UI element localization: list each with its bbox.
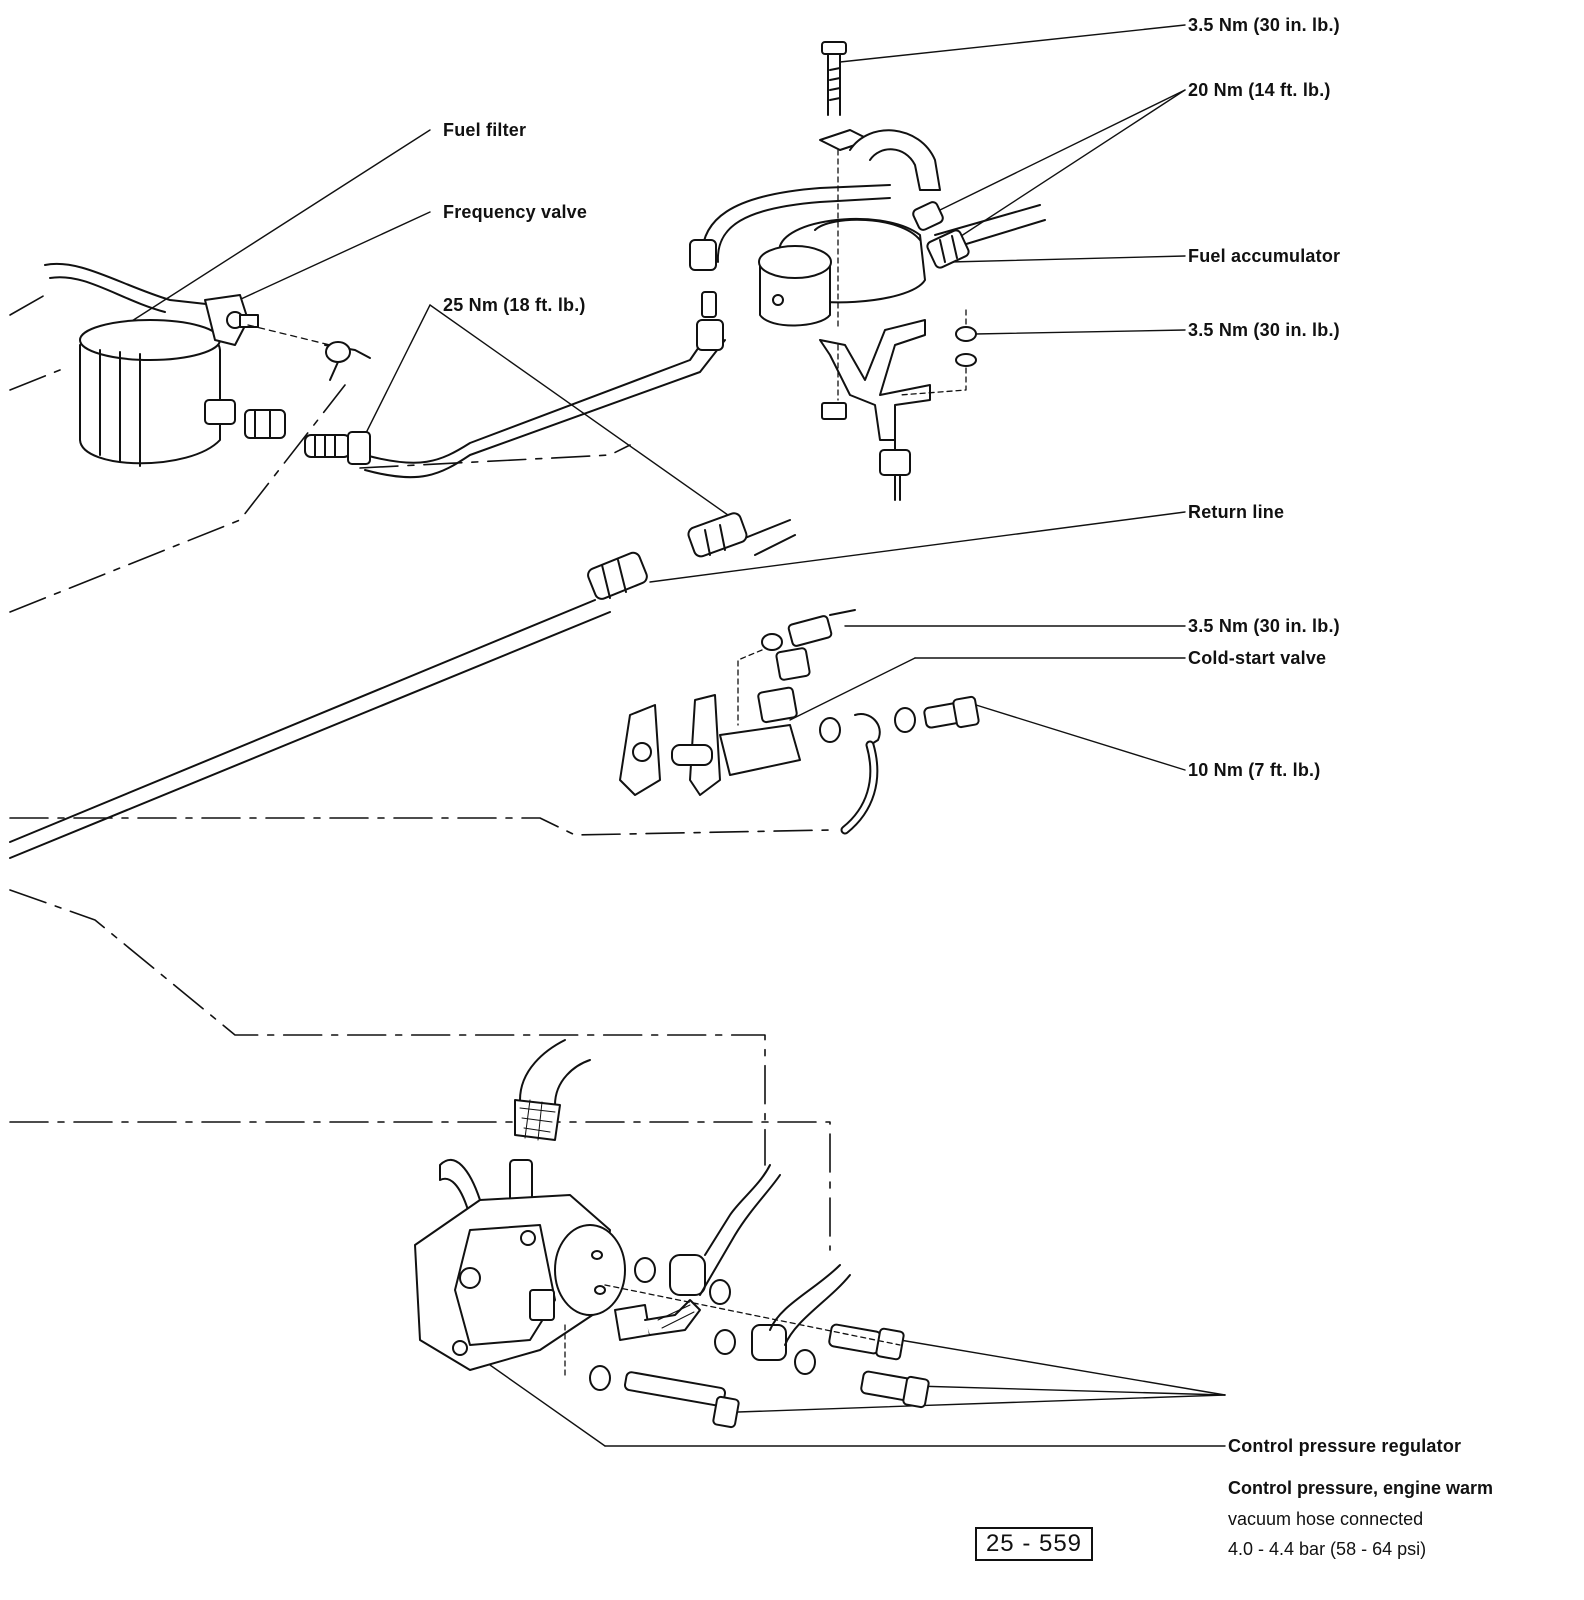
label-frequency-valve: Frequency valve [443, 202, 588, 222]
label-control-pressure-regulator: Control pressure regulator [1228, 1436, 1462, 1456]
control-pressure-regulator-drawing [414, 1039, 930, 1429]
torque-label-banjo-bolt: 10 Nm (7 ft. lb.) [1188, 760, 1321, 780]
spec-pressure-value: 4.0 - 4.4 bar (58 - 64 psi) [1228, 1539, 1427, 1559]
torque-label-top-bolt: 3.5 Nm (30 in. lb.) [1188, 15, 1340, 35]
dashed-outline [9, 294, 831, 1251]
torque-label-cold-start-bolt: 3.5 Nm (30 in. lb.) [1188, 616, 1340, 636]
cold-start-valve-drawing [619, 609, 980, 835]
figure-number: 25 - 559 [975, 1527, 1093, 1561]
spec-title: Control pressure, engine warm [1228, 1478, 1494, 1498]
label-fuel-accumulator: Fuel accumulator [1188, 246, 1341, 266]
torque-label-bracket-nut: 3.5 Nm (30 in. lb.) [1188, 320, 1340, 340]
accumulator-bracket-drawing [819, 149, 977, 501]
label-fuel-filter: Fuel filter [443, 120, 527, 140]
leader-lines [109, 24, 1226, 1447]
fuel-lines [9, 184, 1046, 859]
filter-union-drawing [304, 431, 748, 600]
label-cold-start-valve: Cold-start valve [1188, 648, 1327, 668]
torque-label-filter-union: 25 Nm (18 ft. lb.) [443, 295, 586, 315]
spec-vacuum-condition: vacuum hose connected [1228, 1509, 1424, 1529]
torque-label-accumulator-unions: 20 Nm (14 ft. lb.) [1188, 80, 1331, 100]
fuel-accumulator-drawing [689, 41, 970, 351]
label-return-line: Return line [1188, 502, 1285, 522]
frequency-valve-drawing [204, 294, 371, 381]
fuel-filter-drawing [79, 319, 286, 467]
